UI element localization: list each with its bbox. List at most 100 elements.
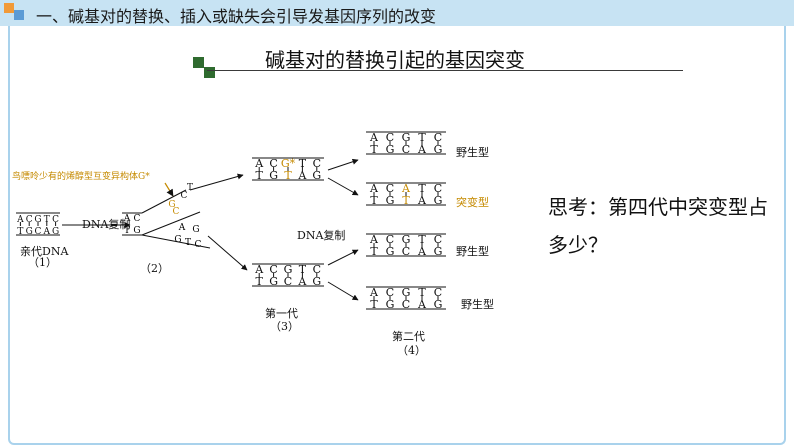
- gen1-label: 第一代: [265, 307, 298, 320]
- base-letter: G: [386, 298, 395, 311]
- base-letter: C: [313, 157, 321, 170]
- base-letter: G: [434, 194, 443, 207]
- base-letter: G: [402, 286, 411, 299]
- base-letter: A: [401, 182, 411, 195]
- base-letter: G: [52, 227, 59, 237]
- base-letter: C: [52, 215, 59, 225]
- wild-type-label-2: 野生型: [456, 245, 489, 258]
- step-2-label: （2）: [140, 262, 169, 275]
- title-decoration-square: [193, 57, 204, 68]
- fork-arrow-upper: [189, 173, 244, 191]
- base-letter: T: [370, 194, 378, 207]
- base-letter: G: [133, 226, 140, 236]
- base-letter: C: [402, 245, 410, 258]
- base-letter: A: [16, 215, 24, 225]
- base-letter: C: [386, 286, 394, 299]
- base-letter: G: [284, 263, 293, 276]
- base-letter: T: [44, 215, 50, 225]
- base-letter: C: [386, 182, 394, 195]
- base-letter: C: [434, 131, 442, 144]
- base-letter: A: [417, 245, 427, 258]
- base-letter: G: [434, 143, 443, 156]
- base-letter: C: [313, 263, 321, 276]
- base-letter: A: [254, 157, 264, 170]
- base-letter: A: [369, 233, 379, 246]
- parent-dna-label: 亲代DNA: [20, 245, 69, 258]
- base-letter: T: [299, 157, 307, 170]
- title-underline: [207, 70, 683, 71]
- base-letter: C: [269, 263, 277, 276]
- question-text: 思考：第四代中突变型占多少？: [548, 195, 768, 257]
- base-letter: C: [26, 215, 33, 225]
- base-letter: A: [369, 286, 379, 299]
- step-4-label: （4）: [397, 344, 426, 357]
- title-decoration-square: [204, 67, 215, 78]
- base-letter: C: [402, 298, 410, 311]
- base-letter: G: [34, 215, 41, 225]
- tautomer-note: 鸟嘌呤少有的烯醇型互变异构体G*: [12, 172, 150, 182]
- base-letter: G: [312, 169, 321, 182]
- base-letter: G: [269, 169, 278, 182]
- base-letter: A: [417, 143, 427, 156]
- base-letter: T: [256, 275, 264, 288]
- base-letter: C: [269, 157, 277, 170]
- base-letter: A: [43, 227, 51, 237]
- base-letter: A: [123, 214, 131, 224]
- replication-label-1: DNA复制: [82, 218, 131, 231]
- base-letter: C: [181, 191, 188, 201]
- base-letter: G: [174, 235, 181, 245]
- base-letter: C: [386, 233, 394, 246]
- tautomer-pointer-arrow: [164, 182, 174, 197]
- base-letter: T: [124, 226, 130, 236]
- base-letter: C: [386, 131, 394, 144]
- header-accent-blue: [14, 10, 24, 20]
- base-letter: A: [297, 275, 307, 288]
- base-letter: G: [434, 298, 443, 311]
- base-letter: T: [402, 194, 410, 207]
- base-letter: C: [402, 143, 410, 156]
- wild-type-label-3: 野生型: [461, 298, 494, 311]
- header-accent-orange: [4, 3, 14, 13]
- base-letter: T: [418, 131, 426, 144]
- gen1-arrow-upper-b: [327, 177, 359, 196]
- base-letter: A: [417, 298, 427, 311]
- base-letter: G: [386, 194, 395, 207]
- wild-type-label-1: 野生型: [456, 146, 489, 159]
- base-letter: T: [370, 143, 378, 156]
- base-letter: A: [178, 223, 186, 233]
- base-letter: T: [17, 227, 23, 237]
- base-letter: T: [187, 183, 193, 193]
- gen1-arrow-lower-b: [327, 281, 359, 301]
- base-letter: T: [418, 286, 426, 299]
- base-letter: A: [254, 263, 264, 276]
- fork-arrow-lower: [207, 235, 248, 271]
- base-letter: T: [256, 169, 264, 182]
- base-letter: C: [434, 182, 442, 195]
- base-letter: A: [369, 131, 379, 144]
- base-letter: T: [370, 298, 378, 311]
- base-letter: C: [195, 240, 202, 250]
- base-letter: A: [417, 194, 427, 207]
- base-letter: T: [370, 245, 378, 258]
- base-letter: G: [402, 131, 411, 144]
- base-letter: T: [299, 263, 307, 276]
- base-letter: C: [284, 275, 292, 288]
- base-letter: A: [369, 182, 379, 195]
- base-letter: C: [35, 227, 42, 237]
- section-heading: 一、碱基对的替换、插入或缺失会引导发基因序列的改变: [36, 7, 437, 26]
- content-frame: [8, 26, 786, 445]
- base-letter: G: [269, 275, 278, 288]
- base-letter: G: [312, 275, 321, 288]
- gen1-arrow-upper-a: [327, 158, 359, 171]
- replication-label-2: DNA复制: [297, 229, 346, 242]
- base-letter: G: [192, 225, 199, 235]
- base-letter: C: [434, 233, 442, 246]
- base-letter: C: [134, 214, 141, 224]
- base-letter: T: [284, 169, 292, 182]
